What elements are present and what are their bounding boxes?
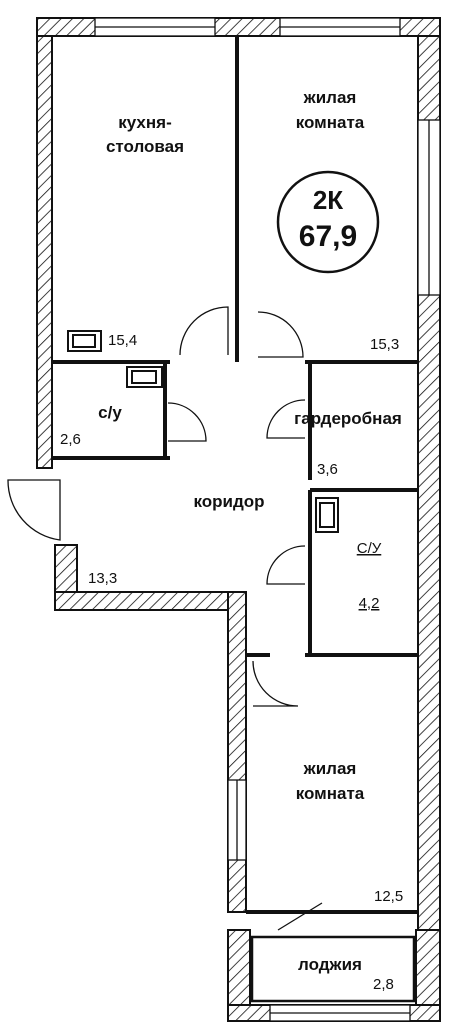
- door-bath2: [266, 545, 306, 585]
- loggia-area: 2,8: [373, 976, 394, 993]
- bath2-area: 4,2: [359, 595, 380, 612]
- entry-door-icon: [7, 479, 61, 541]
- kitchen-area: 15,4: [108, 332, 137, 349]
- living1-area: 15,3: [370, 336, 399, 353]
- loggia-frame: [250, 935, 416, 1003]
- fixtures: [67, 330, 339, 533]
- corridor-area: 13,3: [88, 570, 117, 587]
- wall-corridor-bottom: [54, 591, 246, 611]
- door-living1: [257, 311, 304, 358]
- living2-area: 12,5: [374, 888, 403, 905]
- kitchen-name-line2: столовая: [106, 137, 184, 156]
- wardrobe-area: 3,6: [317, 461, 338, 478]
- interior-walls: [52, 36, 418, 914]
- wall-left-upper: [36, 35, 53, 469]
- wall-loggia-right: [415, 929, 441, 1011]
- wall-loggia-left: [227, 929, 251, 1011]
- windows: [94, 17, 441, 1022]
- badge-circle: [276, 170, 380, 274]
- corridor-name: коридор: [193, 492, 264, 511]
- kitchen-name-line1: кухня-: [118, 113, 171, 132]
- bath1-area: 2,6: [60, 431, 81, 448]
- sink-icon: [67, 330, 102, 352]
- door-bath1: [167, 402, 207, 442]
- sink-icon: [126, 366, 163, 388]
- door-kitchen: [179, 306, 229, 356]
- toilet-icon: [315, 497, 339, 533]
- living1-name-line2: комната: [296, 113, 365, 132]
- door-wardrobe: [266, 399, 306, 439]
- badge-total-area: 67,9: [299, 220, 357, 253]
- wall-lower-left: [227, 591, 247, 913]
- doors: [7, 306, 323, 931]
- wardrobe-name: гардеробная: [294, 409, 402, 428]
- door-living2: [252, 660, 299, 707]
- bath2-name: С/У: [357, 540, 382, 557]
- living2-name-line2: комната: [296, 784, 365, 803]
- living1-name-line1: жилая: [303, 88, 357, 107]
- apartment-badge: 2К 67,9: [276, 170, 380, 274]
- living2-name-line1: жилая: [303, 759, 357, 778]
- badge-type: 2К: [313, 185, 343, 215]
- loggia-name: лоджия: [298, 955, 362, 974]
- bath1-name: с/у: [98, 403, 122, 422]
